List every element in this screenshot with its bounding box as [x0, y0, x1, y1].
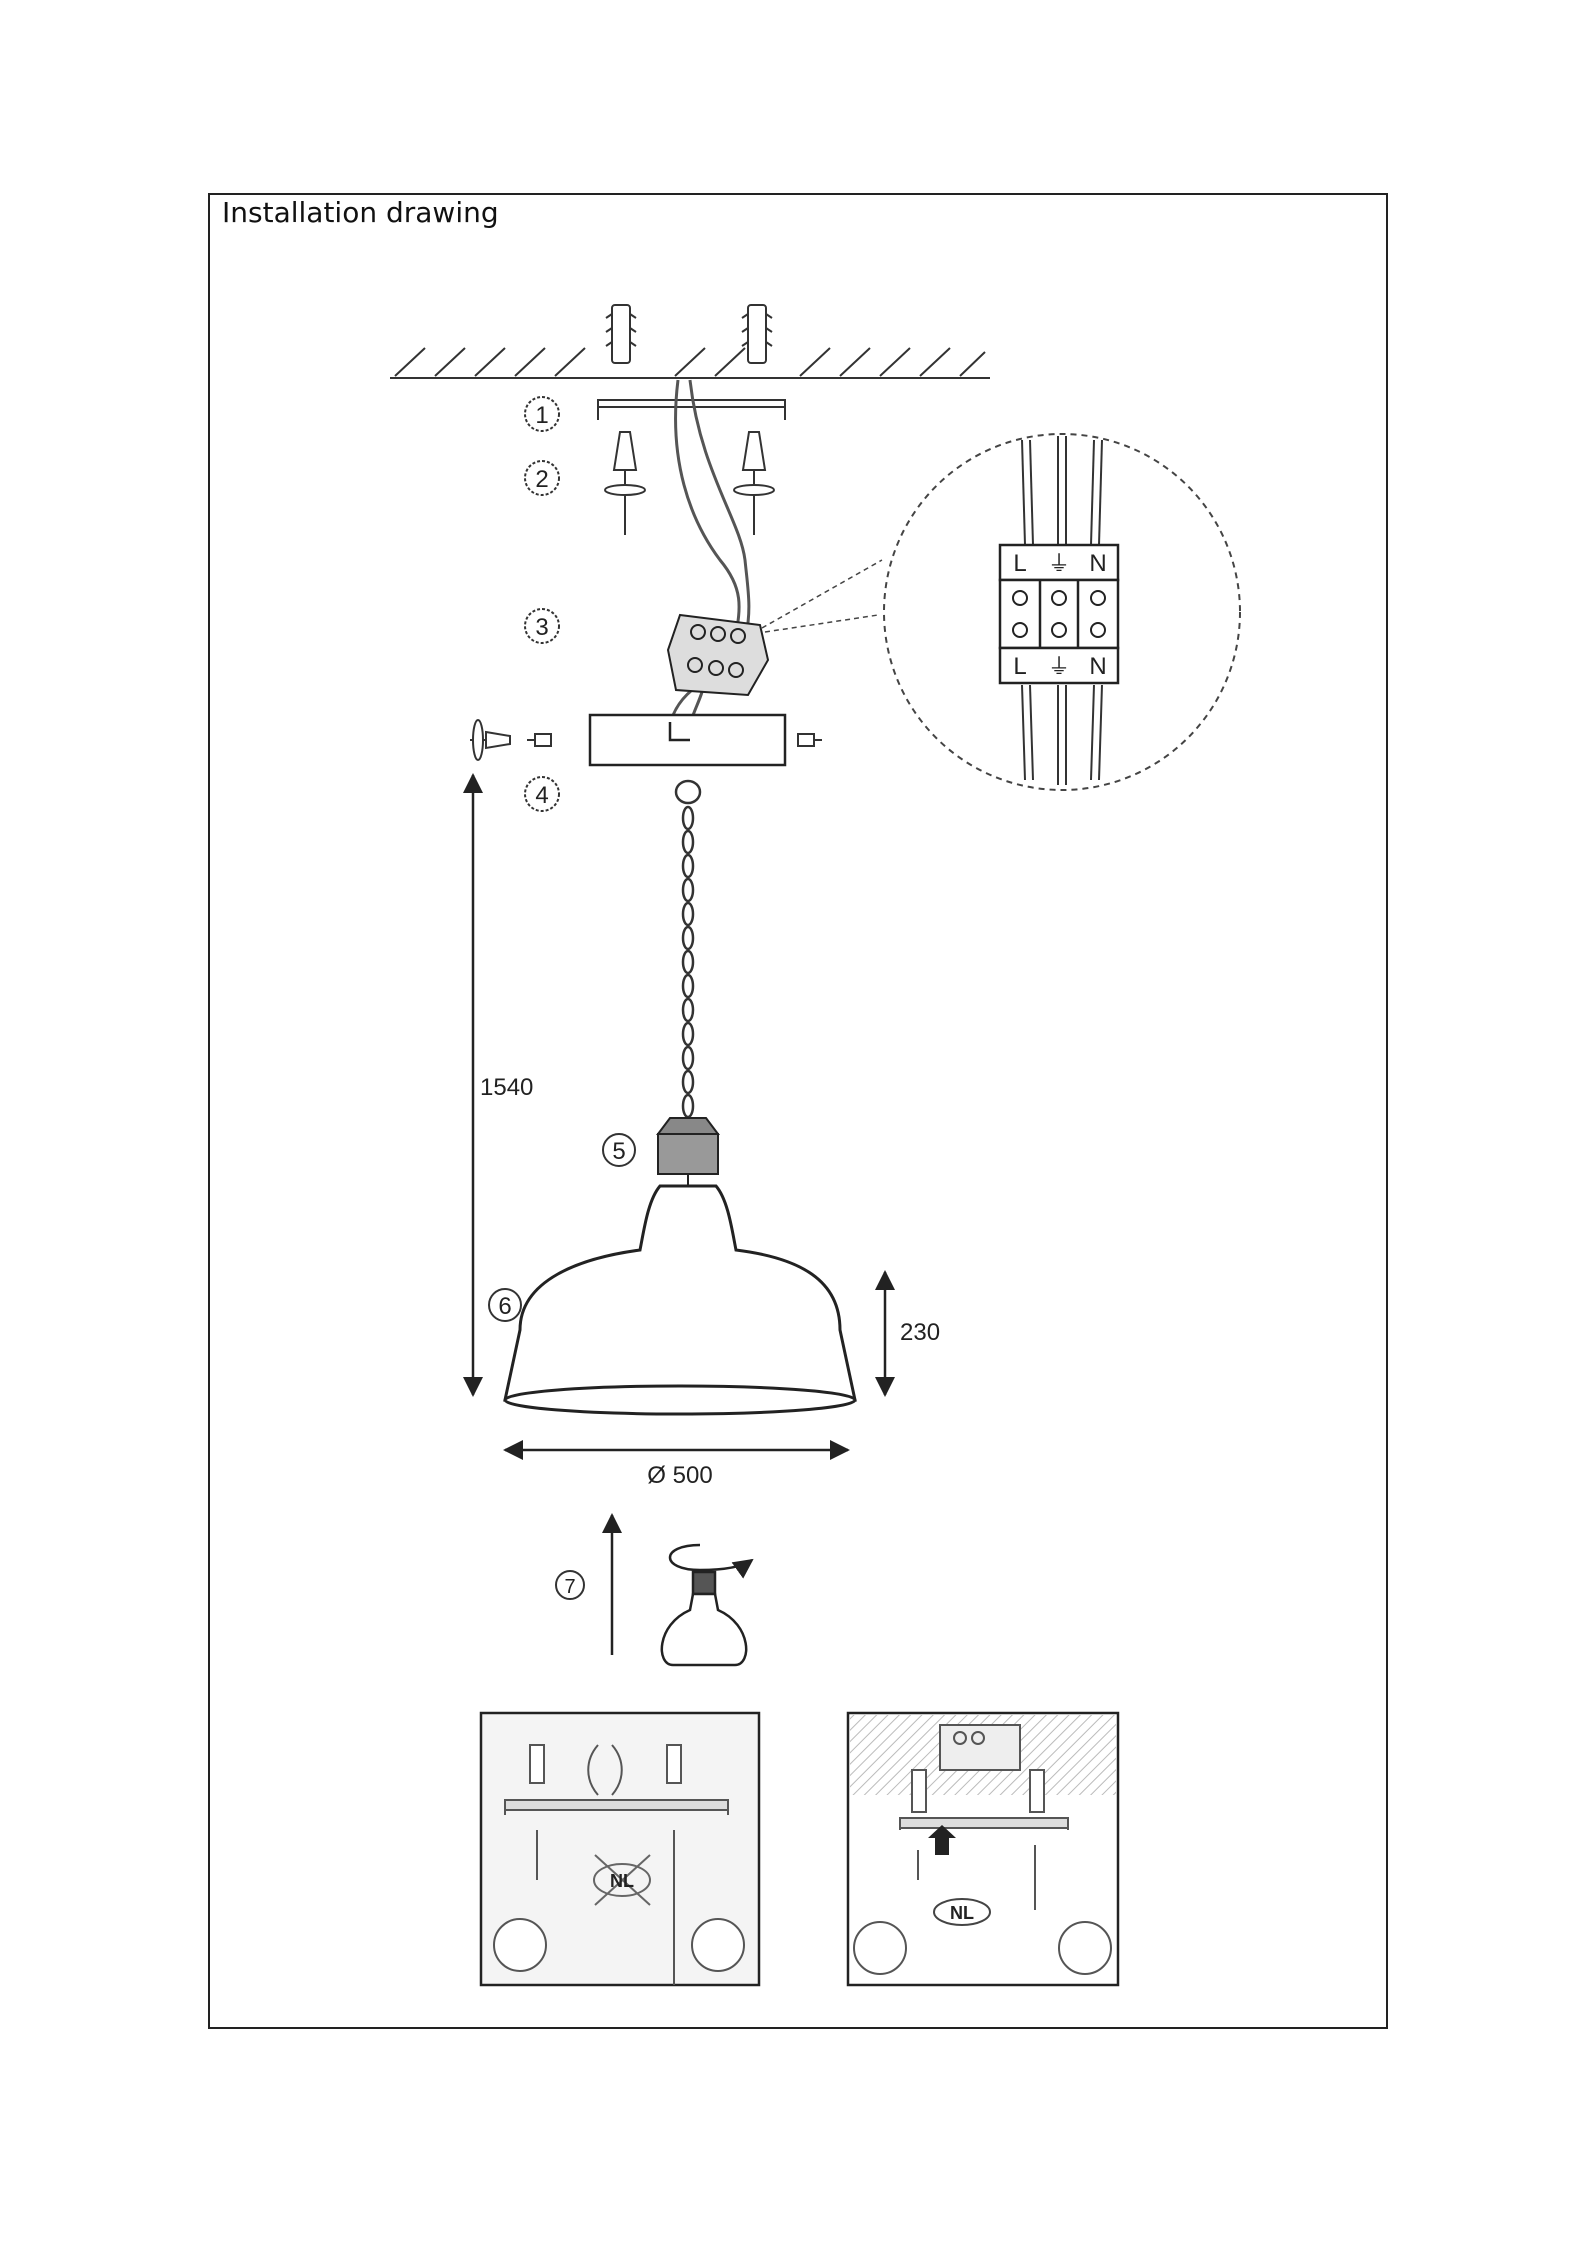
step-number: 5 [612, 1138, 625, 1165]
step-number: 2 [535, 466, 548, 493]
shade-diameter-label: Ø 500 [647, 1462, 712, 1489]
shade-height-label: 230 [900, 1319, 940, 1346]
lamp-socket [658, 1118, 718, 1186]
step-number: 3 [535, 614, 548, 641]
ceiling [390, 348, 990, 378]
wall-plug-icon [606, 305, 772, 363]
terminal-top-label: L [1013, 550, 1026, 577]
terminal-detail-magnifier: L ⏚ N L ⏚ N [884, 434, 1240, 790]
terminal-top-label: N [1089, 550, 1106, 577]
badge-nl: NL [610, 1871, 634, 1891]
terminal-bottom-label: ⏚ [1048, 654, 1070, 679]
step-number: 4 [535, 782, 548, 809]
step-number: 6 [498, 1293, 511, 1320]
zoom-lines [762, 560, 882, 632]
mounting-bracket [598, 400, 785, 420]
step-number: 7 [564, 1576, 575, 1598]
bulb-install [612, 1515, 752, 1665]
badge-nl: NL [950, 1903, 974, 1923]
inset-ceiling-mount-1: NL [481, 1713, 759, 1985]
terminal-bottom-label: L [1013, 653, 1026, 680]
step-number: 1 [535, 402, 548, 429]
drop-length-label: 1540 [480, 1074, 533, 1101]
terminal-block-icon [668, 615, 768, 695]
chain [676, 781, 700, 1117]
inset-ceiling-mount-2: NL [848, 1713, 1118, 1985]
light-bulb-icon [662, 1594, 746, 1665]
canopy [590, 715, 785, 765]
lamp-shade [505, 1186, 855, 1414]
step-markers: 1 2 3 4 5 6 7 [489, 397, 635, 1599]
terminal-top-label: ⏚ [1048, 551, 1070, 576]
terminal-bottom-label: N [1089, 653, 1106, 680]
screw-icon [605, 432, 774, 535]
